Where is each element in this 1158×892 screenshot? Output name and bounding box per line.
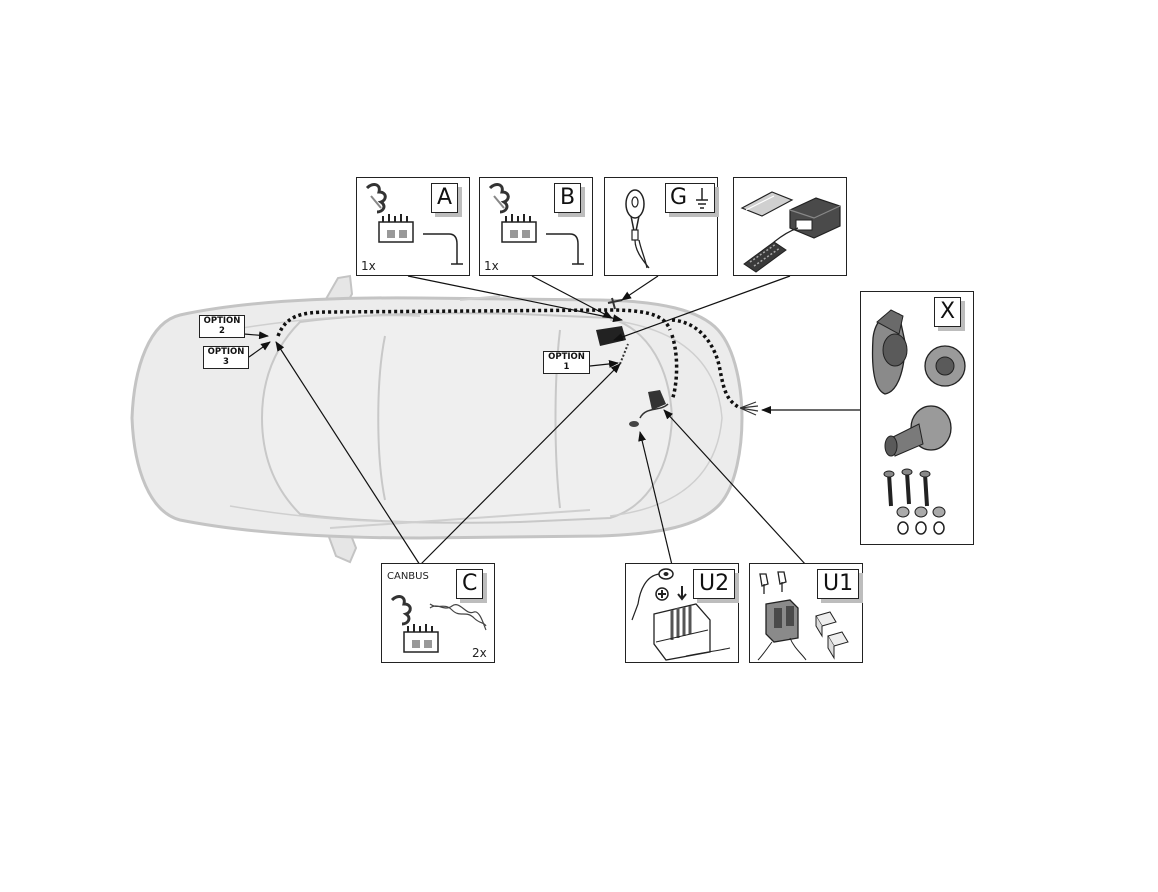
panel-g: G xyxy=(604,177,718,276)
panel-b-quantity: 1x xyxy=(484,259,499,273)
option-2-label: OPTION 2 xyxy=(199,315,245,338)
option-2-number: 2 xyxy=(219,325,225,336)
panel-c-letter: C xyxy=(456,569,484,599)
option-1-word: OPTION xyxy=(548,352,585,362)
fuse-holder-illustration xyxy=(757,571,849,661)
wiring-harness xyxy=(276,308,741,410)
option-1-label: OPTION 1 xyxy=(543,351,590,374)
panel-a: A 1x xyxy=(356,177,470,276)
option-2-word: OPTION xyxy=(203,316,241,326)
panel-c-caption: CANBUS xyxy=(387,571,429,582)
panel-u1-letter: U1 xyxy=(817,569,860,599)
fuse-box-power-illustration xyxy=(631,568,731,661)
connector-cable-illustration xyxy=(365,183,463,265)
socket-hardware-illustration xyxy=(871,309,966,535)
option-3-word: OPTION xyxy=(207,347,245,357)
panel-g-letter: G xyxy=(665,183,716,213)
adhesive-module-harness-illustration xyxy=(740,191,841,273)
panel-u2: U2 xyxy=(625,563,739,663)
option-1-number: 1 xyxy=(563,361,570,372)
panel-b-letter: B xyxy=(554,183,582,213)
canbus-connector-illustration xyxy=(390,595,487,653)
leader-lines xyxy=(243,275,860,566)
panel-x: X xyxy=(860,291,974,545)
panel-x-letter: X xyxy=(934,297,962,327)
panel-b: B 1x xyxy=(479,177,593,276)
panel-u2-letter: U2 xyxy=(693,569,736,599)
panel-g-letter-text: G xyxy=(670,185,688,210)
panel-a-quantity: 1x xyxy=(361,259,376,273)
ground-symbol-icon xyxy=(696,188,709,209)
panel-accessories xyxy=(733,177,847,276)
ground-cable-illustration xyxy=(625,189,650,269)
panel-u1: U1 xyxy=(749,563,863,663)
option-3-label: OPTION 3 xyxy=(203,346,249,369)
harness-connectors xyxy=(596,297,759,427)
connector-cable-illustration xyxy=(488,183,584,265)
panel-c-quantity: 2x xyxy=(472,646,487,660)
panel-a-letter: A xyxy=(431,183,459,213)
option-3-number: 3 xyxy=(223,356,229,367)
panel-c: CANBUS C 2x xyxy=(381,563,495,663)
